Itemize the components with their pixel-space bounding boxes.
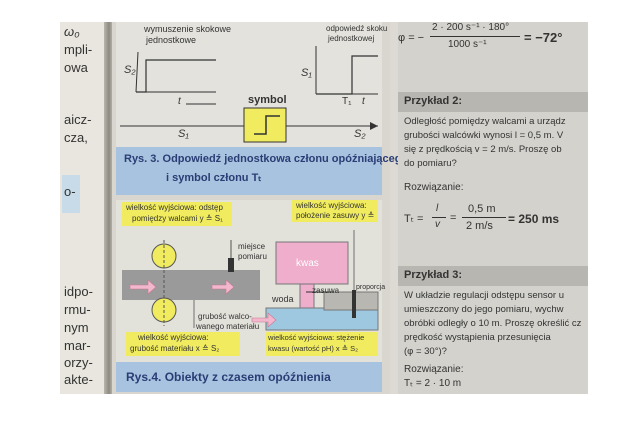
output-step-label-2: jednostkowej bbox=[328, 34, 375, 43]
solution-l: l bbox=[436, 203, 439, 214]
output-step-label: odpowiedź skoku bbox=[326, 24, 388, 33]
acid-label: kwas bbox=[296, 258, 319, 269]
left-line: mpli- bbox=[64, 42, 93, 57]
axis-t: t bbox=[178, 96, 181, 107]
left-line: orzy- bbox=[64, 355, 93, 370]
label-box bbox=[122, 202, 232, 226]
axis-t-2: t bbox=[362, 96, 365, 107]
dead-time-label: T₁ bbox=[342, 96, 352, 107]
flow-input: S₁ bbox=[178, 128, 189, 140]
acid-bottom-label: wielkość wyjściowa: stężenie bbox=[268, 333, 365, 342]
formula-denominator: 1000 s⁻¹ bbox=[448, 39, 487, 50]
left-line: mar- bbox=[64, 338, 91, 353]
left-line: nym bbox=[64, 320, 89, 335]
input-step-label-2: jednostkowe bbox=[146, 35, 197, 45]
step-response-diagram bbox=[120, 46, 378, 143]
proportion-label: proporcja bbox=[356, 284, 386, 291]
example-2-text: do pomiaru? bbox=[404, 158, 457, 169]
measure-point-label-2: pomiaru bbox=[238, 252, 267, 261]
left-line: o- bbox=[64, 184, 76, 199]
gate-label: zasuwa bbox=[312, 286, 340, 295]
example-3-header: Przykład 3: bbox=[398, 266, 588, 286]
acid-bottom-label-2: kwasu (wartość pH) x ≙ S₂ bbox=[268, 344, 359, 353]
right-page: φ = − 2 · 200 s⁻¹ · 180° 1000 s⁻¹ = −72°… bbox=[398, 22, 588, 394]
left-blue-tab bbox=[62, 175, 80, 213]
fraction-line bbox=[432, 217, 446, 218]
left-line: rmu- bbox=[64, 302, 91, 317]
label-box bbox=[292, 200, 378, 222]
left-line: ω₀ bbox=[64, 24, 80, 39]
left-page: ω₀ mpli- owa aicz- cza, o- idpo- rmu- ny… bbox=[60, 22, 110, 394]
input-bottom-label-2: grubość materiału x ≙ S₂ bbox=[130, 344, 220, 353]
solution-2: Tₜ = 2 · 10 m bbox=[404, 378, 462, 389]
measure-point-label: miejsce bbox=[238, 242, 266, 251]
fraction-line bbox=[462, 217, 506, 218]
caption-3-line1: Rys. 3. Odpowiedź jednostkowa członu opó… bbox=[124, 153, 409, 165]
example-2-text: się z prędkością v = 2 m/s. Proszę ob bbox=[404, 144, 562, 155]
input-bottom-label: wielkość wyjściowa: bbox=[138, 333, 209, 342]
thickness-label: grubość walco- bbox=[198, 312, 252, 321]
dead-time-objects-diagram bbox=[122, 230, 379, 331]
example-3-text: W układzie regulacji odstępu sensor u bbox=[404, 290, 565, 301]
example-2-text: grubości walcówki wynosi l = 0,5 m. V bbox=[404, 130, 564, 141]
label-box bbox=[266, 332, 378, 356]
solution-result: = 250 ms bbox=[508, 212, 560, 226]
caption-4: Rys.4. Obiekty z czasem opóźnienia bbox=[126, 370, 331, 384]
solution-equals: = bbox=[450, 212, 457, 224]
book-photo: ω₀ mpli- owa aicz- cza, o- idpo- rmu- ny… bbox=[60, 22, 588, 394]
book-gutter bbox=[104, 22, 114, 394]
solution-denominator: 2 m/s bbox=[466, 220, 493, 232]
formula-result: = −72° bbox=[524, 30, 563, 45]
axis-s2: S₂ bbox=[124, 64, 136, 76]
example-3-title: Przykład 3: bbox=[404, 269, 463, 281]
input-step-label: wymuszenie skokowe bbox=[144, 24, 232, 34]
formula-numerator: 2 · 200 s⁻¹ · 180° bbox=[432, 22, 510, 33]
example-3-text: prędkość wystąpienia przesunięcia bbox=[404, 332, 551, 343]
solution-lhs: Tₜ = bbox=[404, 213, 424, 225]
example-3-text: umieszczony do jego pomiaru, wychw bbox=[404, 304, 564, 315]
solution-v: v bbox=[435, 219, 440, 230]
caption-3-line2: i symbol członu Tₜ bbox=[166, 172, 262, 184]
example-2-header: Przykład 2: bbox=[398, 92, 588, 112]
figure-3-caption: Rys. 3. Odpowiedź jednostkowa członu opó… bbox=[116, 147, 408, 195]
solution-numerator: 0,5 m bbox=[468, 203, 496, 215]
figure-4-panel: wielkość wyjściowa: odstęp pomiędzy walc… bbox=[116, 200, 386, 392]
solution-label: Rozwiązanie: bbox=[404, 182, 464, 193]
example-2-title: Przykład 2: bbox=[404, 95, 463, 107]
output-top-label-2: pomiędzy walcami y ≙ S₁ bbox=[132, 214, 223, 223]
output-right-label: wielkość wyjściowa: bbox=[296, 201, 367, 210]
formula-left: φ = − bbox=[398, 32, 425, 44]
output-right-label-2: położenie zasuwy y ≙ bbox=[296, 211, 375, 220]
left-line: aicz- bbox=[64, 112, 92, 127]
fraction-line bbox=[430, 36, 520, 37]
flow-output: S₂ bbox=[354, 128, 366, 140]
figure-4-caption: Rys.4. Obiekty z czasem opóźnienia bbox=[116, 362, 382, 392]
left-line: idpo- bbox=[64, 284, 93, 299]
left-line: akte- bbox=[64, 372, 93, 387]
label-box bbox=[126, 332, 240, 356]
water-label: woda bbox=[272, 294, 294, 304]
left-line: owa bbox=[64, 60, 88, 75]
example-3-text: (φ = 30°)? bbox=[404, 346, 447, 357]
symbol-label: symbol bbox=[248, 94, 287, 106]
example-3-text: obróbki odległy o 10 m. Proszę określić … bbox=[404, 318, 582, 329]
center-page: wymuszenie skokowe jednostkowe odpowiedź… bbox=[112, 22, 408, 394]
left-line: cza, bbox=[64, 130, 88, 145]
output-top-label: wielkość wyjściowa: odstęp bbox=[126, 203, 223, 212]
axis-s1: S₁ bbox=[301, 67, 312, 79]
thickness-label-2: wanego materiału bbox=[196, 322, 260, 331]
example-2-text: Odległość pomiędzy walcami a urządz bbox=[404, 116, 566, 127]
solution-2-label: Rozwiązanie: bbox=[404, 364, 464, 375]
